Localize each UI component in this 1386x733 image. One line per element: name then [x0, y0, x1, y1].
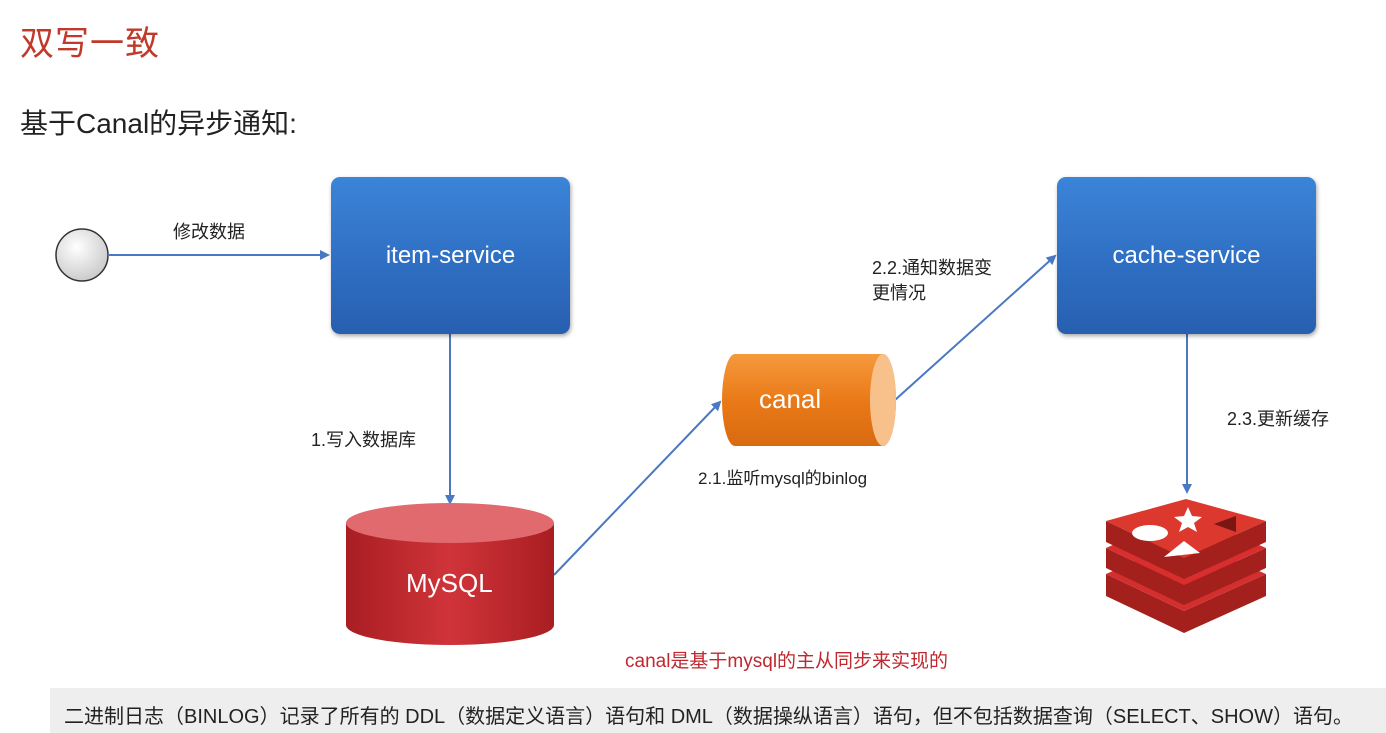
notify-change-label-line2: 更情况 [872, 283, 926, 303]
redis-icon [1106, 499, 1266, 633]
item-service-box: item-service [331, 177, 570, 334]
arrow-notify [894, 254, 1057, 401]
page-subtitle: 基于Canal的异步通知: [20, 108, 297, 139]
cache-service-label: cache-service [1112, 241, 1261, 269]
update-cache-label: 2.3.更新缓存 [1227, 409, 1330, 429]
caption-text: 二进制日志（BINLOG）记录了所有的 DDL（数据定义语言）语句和 DML（数… [64, 706, 1353, 728]
page-title: 双写一致 [20, 25, 160, 63]
mysql-label: MySQL [406, 568, 493, 598]
subtitle-caption-bar: 二进制日志（BINLOG）记录了所有的 DDL（数据定义语言）语句和 DML（数… [50, 688, 1386, 733]
cache-service-box: cache-service [1057, 177, 1316, 334]
write-db-label: 1.写入数据库 [311, 430, 417, 450]
start-node [55, 228, 109, 282]
item-service-label: item-service [385, 241, 516, 269]
canal-node [722, 354, 896, 446]
listen-binlog-label: 2.1.监听mysql的binlog [698, 469, 868, 488]
notify-change-label-line1: 2.2.通知数据变 [872, 258, 993, 278]
canal-note: canal是基于mysql的主从同步来实现的 [625, 651, 949, 672]
arrow-listen [553, 400, 722, 576]
canal-label: canal [759, 384, 822, 414]
modify-data-label: 修改数据 [173, 222, 245, 242]
mysql-node [346, 503, 554, 645]
